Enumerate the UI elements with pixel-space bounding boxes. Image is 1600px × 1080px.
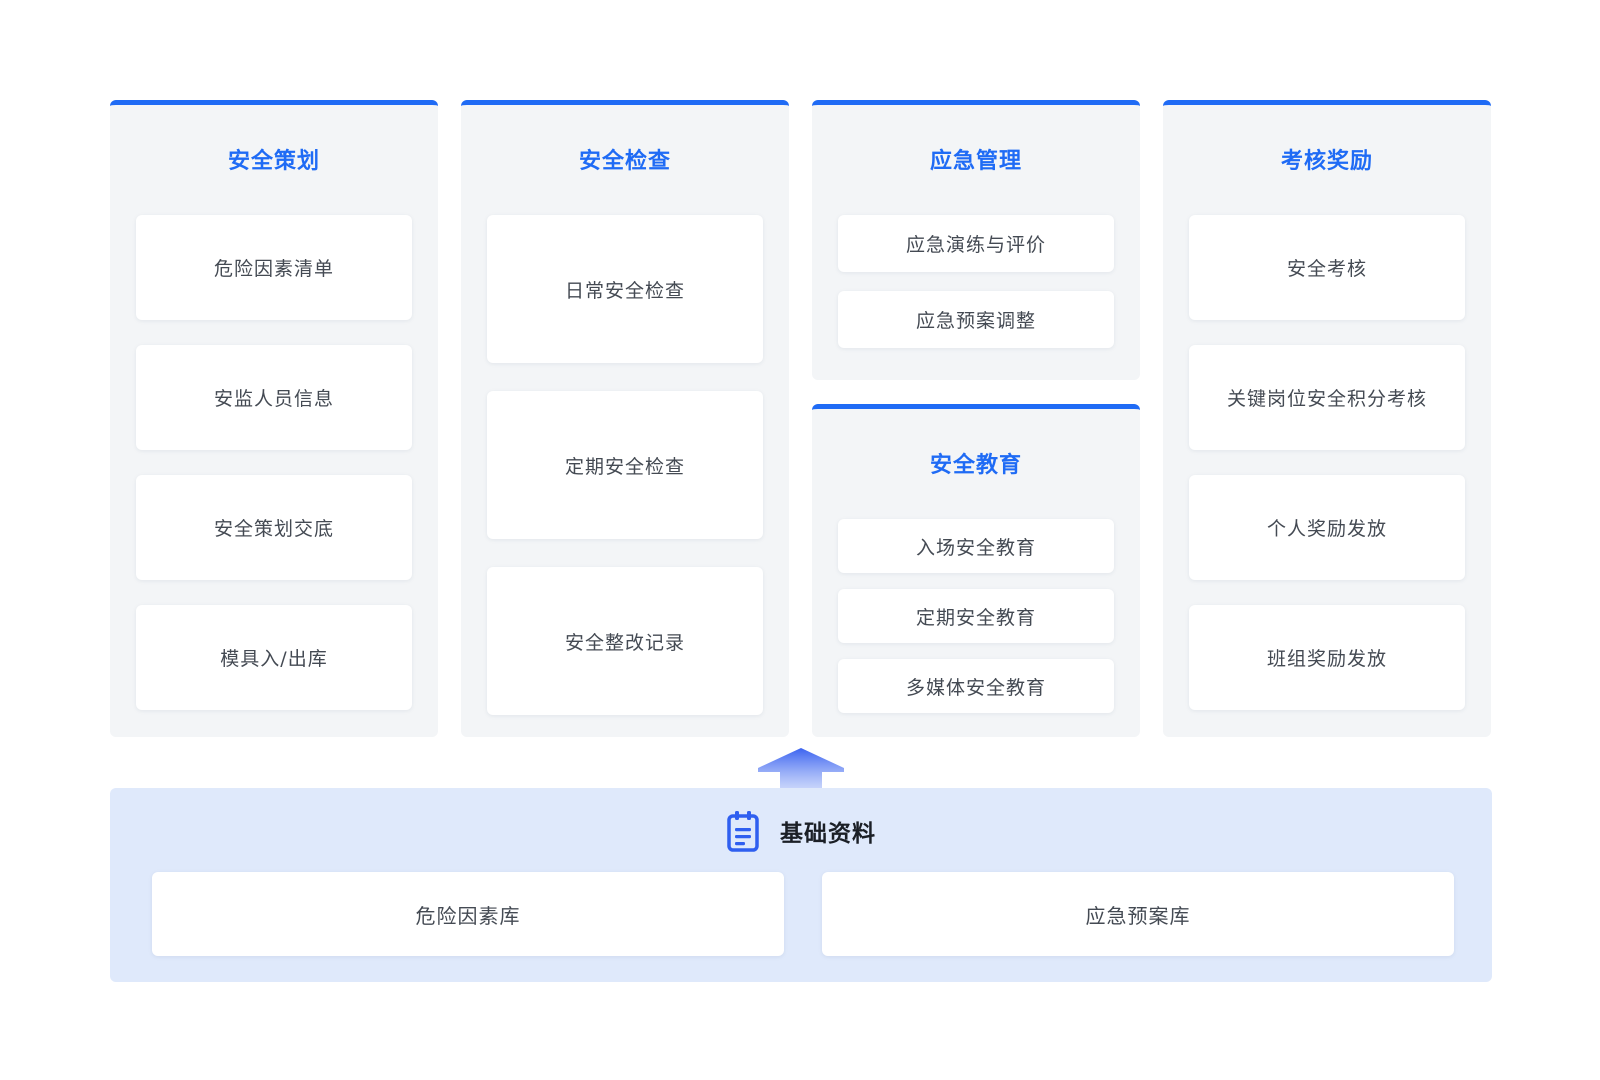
module-card[interactable]: 日常安全检查: [487, 215, 763, 363]
module-card[interactable]: 应急演练与评价: [838, 215, 1114, 272]
column-emergency-management: 应急管理 应急演练与评价 应急预案调整: [812, 100, 1140, 380]
column-safety-inspection: 安全检查 日常安全检查 定期安全检查 安全整改记录: [461, 100, 789, 737]
module-card[interactable]: 安监人员信息: [136, 345, 412, 450]
column-title: 应急管理: [929, 149, 1022, 174]
module-card[interactable]: 多媒体安全教育: [838, 659, 1114, 713]
module-card[interactable]: 安全考核: [1189, 215, 1465, 320]
clipboard-icon: [727, 811, 759, 852]
column-title: 安全检查: [578, 149, 671, 174]
base-title-row: 基础资料: [110, 810, 1492, 852]
module-card[interactable]: 应急预案调整: [838, 291, 1114, 348]
up-arrow-icon: [758, 748, 844, 798]
module-card[interactable]: 模具入/出库: [136, 605, 412, 710]
module-card[interactable]: 安全策划交底: [136, 475, 412, 580]
base-item-card[interactable]: 危险因素库: [152, 872, 784, 956]
base-title: 基础资料: [780, 821, 876, 847]
column-title: 考核奖励: [1280, 149, 1373, 174]
module-card[interactable]: 关键岗位安全积分考核: [1189, 345, 1465, 450]
module-card[interactable]: 安全整改记录: [487, 567, 763, 715]
module-card[interactable]: 个人奖励发放: [1189, 475, 1465, 580]
module-card[interactable]: 入场安全教育: [838, 519, 1114, 573]
column-safety-education: 安全教育 入场安全教育 定期安全教育 多媒体安全教育: [812, 404, 1140, 737]
column-title: 安全策划: [227, 149, 320, 174]
column-assessment-rewards: 考核奖励 安全考核 关键岗位安全积分考核 个人奖励发放 班组奖励发放: [1163, 100, 1491, 737]
module-card[interactable]: 定期安全教育: [838, 589, 1114, 643]
module-card[interactable]: 危险因素清单: [136, 215, 412, 320]
column-safety-planning: 安全策划 危险因素清单 安监人员信息 安全策划交底 模具入/出库: [110, 100, 438, 737]
column-title: 安全教育: [929, 453, 1022, 478]
module-card[interactable]: 班组奖励发放: [1189, 605, 1465, 710]
base-item-card[interactable]: 应急预案库: [822, 872, 1454, 956]
module-card[interactable]: 定期安全检查: [487, 391, 763, 539]
base-data-panel: 基础资料 危险因素库 应急预案库: [110, 788, 1492, 982]
